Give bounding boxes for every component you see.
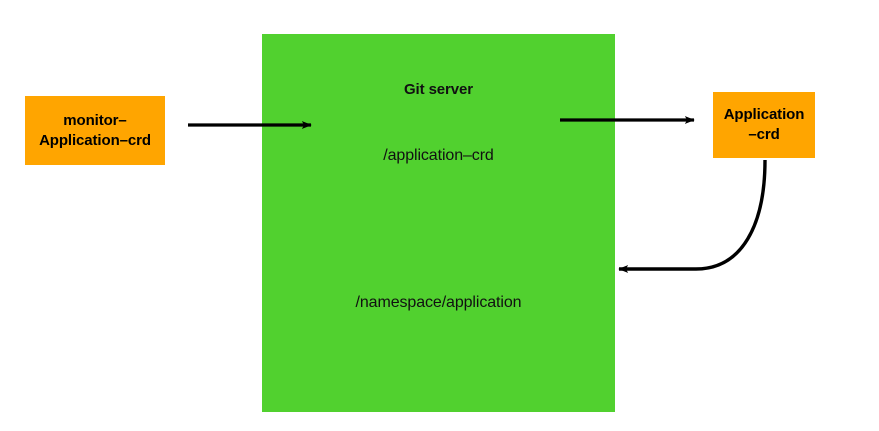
application-crd-path-label: /application–crd [383, 147, 494, 164]
namespace-application-path-label: /namespace/application [355, 294, 522, 311]
git-server-container[interactable]: Git server /application–crd /namespace/a… [262, 34, 615, 412]
monitor-application-crd-node[interactable]: monitor– Application–crd [25, 96, 165, 165]
application-crd-node[interactable]: Application –crd [713, 92, 815, 158]
git-server-title: Git server [403, 81, 474, 98]
edge-application-crd-to-namespace [618, 159, 767, 273]
